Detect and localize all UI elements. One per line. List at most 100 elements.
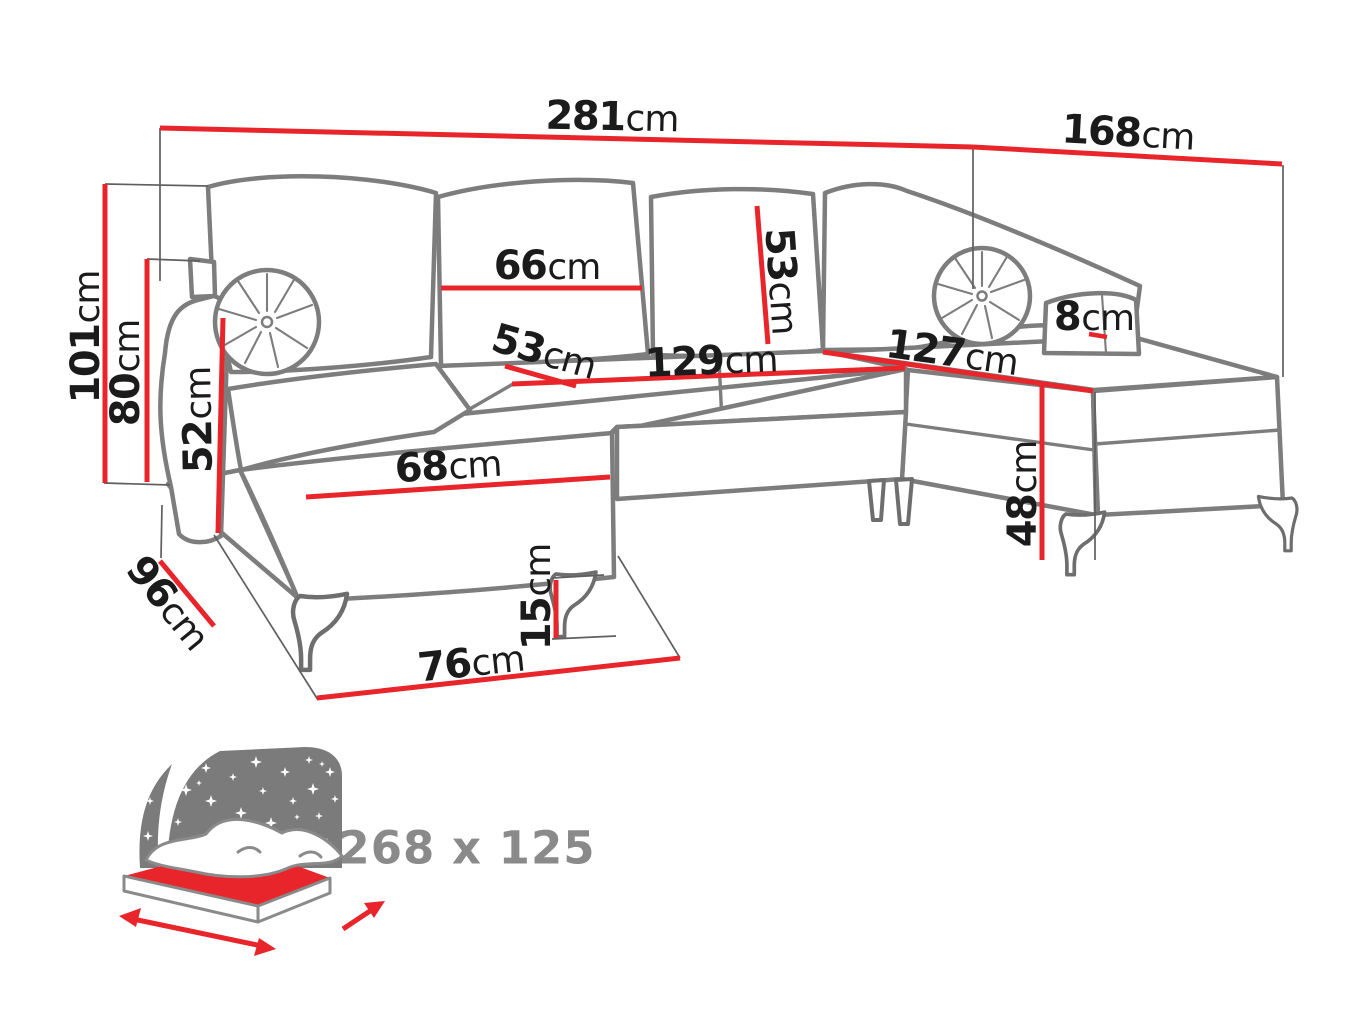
star-icon — [229, 773, 237, 781]
dim-chaise-front-width-unit: cm — [469, 638, 527, 685]
extension-lines — [103, 128, 1284, 701]
right-chaise-left-seam — [904, 422, 1096, 452]
dim-total-width-unit: cm — [625, 98, 679, 141]
dim-back-cushion-width-value: 66 — [493, 243, 548, 289]
star-icon — [325, 767, 335, 777]
star-icon — [196, 780, 202, 786]
dim-seat-height-value: 48 — [1000, 494, 1046, 548]
star-icon — [294, 814, 300, 820]
sofa-line-art — [158, 173, 1299, 670]
right-chaise-body — [899, 367, 1286, 518]
right-chaise-left-face — [899, 367, 1099, 518]
dim-chaise-front-width-value: 76 — [415, 640, 473, 692]
extension-line — [213, 534, 319, 701]
star-icon — [143, 831, 153, 841]
dim-line-back-cushion-height — [754, 205, 771, 345]
star-icon — [305, 756, 313, 764]
dim-right-seat-width-unit: cm — [962, 336, 1021, 385]
extension-line — [103, 482, 171, 486]
right-armrest-pillow-edge — [1100, 293, 1108, 355]
star-icon — [235, 807, 247, 819]
dim-backrest-height-unit: cm — [107, 319, 148, 373]
left-armrest-body — [158, 293, 231, 545]
star-icon — [265, 817, 277, 829]
dim-side-pillow-thickness: 8cm — [1053, 294, 1135, 340]
dim-seat-height: 48cm — [1000, 441, 1046, 548]
extension-line — [146, 258, 201, 262]
dim-back-cushion-width: 66cm — [493, 243, 602, 289]
duvet-fold-1 — [236, 846, 262, 854]
sleeping-function-icon — [119, 747, 385, 956]
star-icon — [315, 812, 323, 820]
star-icon — [259, 787, 267, 795]
star-icon — [201, 763, 211, 773]
width-arrow — [119, 908, 276, 956]
dim-total-width: 281cm — [545, 92, 679, 141]
leg-back-a — [867, 478, 886, 522]
duvet-fold-2 — [298, 850, 323, 859]
star-icon — [331, 795, 339, 803]
leg-right-end — [1256, 494, 1299, 553]
dimension-lines — [102, 125, 1283, 701]
dim-line-right-seat-width — [822, 349, 1094, 394]
dim-side-pillow-thickness-value: 8 — [1053, 294, 1082, 340]
dim-line-armrest-height — [215, 317, 226, 534]
dim-armrest-height-unit: cm — [178, 366, 220, 420]
dim-side-depth: 168cm — [1060, 106, 1196, 158]
night-sky-crescent — [139, 764, 172, 868]
dim-chaise-seat-width-value: 68 — [393, 443, 449, 493]
round-pillow-left — [212, 267, 322, 377]
leg-back-b — [894, 477, 914, 526]
dim-back-cushion-height-value: 53 — [755, 226, 805, 283]
middle-box-band — [614, 409, 909, 502]
round-pillow-left-pleats — [217, 272, 314, 369]
leg-right-front — [1058, 510, 1107, 577]
dim-chaise-front-width: 76cm — [415, 638, 527, 692]
left-chaise-front-face — [237, 430, 617, 604]
bed-base-right — [256, 876, 332, 924]
extension-line — [104, 183, 209, 187]
extension-line — [160, 504, 163, 559]
right-armrest-pillow — [1041, 291, 1142, 357]
depth-arrow — [341, 901, 385, 932]
left-armrest-step — [187, 256, 218, 300]
dim-side-depth-value: 168 — [1060, 106, 1142, 157]
dim-leg-height: 15cm — [514, 543, 560, 651]
star-icon — [319, 761, 325, 767]
dim-total-height: 101cm — [63, 270, 109, 404]
star-icon — [280, 767, 290, 777]
dim-total-height-unit: cm — [67, 270, 108, 324]
dim-armrest-height: 52cm — [175, 366, 222, 474]
dim-middle-seat-width-unit: cm — [723, 339, 779, 383]
extension-line — [617, 555, 681, 659]
dim-leg-height-unit: cm — [518, 543, 559, 597]
dim-line-chaise-side-depth — [158, 559, 216, 628]
dim-backrest-height-value: 80 — [103, 373, 149, 427]
star-icon — [174, 818, 182, 826]
star-icon — [205, 795, 217, 807]
star-icon — [180, 784, 192, 796]
dim-chaise-seat-width: 68cm — [393, 443, 503, 493]
dim-armrest-height-value: 52 — [175, 420, 222, 474]
dim-line-total-width — [159, 125, 974, 150]
round-pillow-right — [931, 245, 1033, 347]
dim-line-chaise-seat-width — [305, 474, 611, 500]
dim-total-width-value: 281 — [545, 92, 626, 141]
round-pillow-right-button — [976, 290, 988, 302]
dim-line-side-depth — [972, 144, 1283, 167]
dim-side-pillow-thickness-unit: cm — [1081, 298, 1135, 339]
dim-back-cushion-height-unit: cm — [760, 280, 805, 336]
right-chaise-front-face — [1090, 374, 1286, 518]
dim-backrest-height: 80cm — [103, 319, 149, 427]
dim-chaise-seat-width-unit: cm — [447, 443, 503, 488]
leg-front-left — [293, 594, 347, 670]
left-armrest — [158, 256, 231, 545]
dim-back-cushion-height: 53cm — [755, 226, 805, 336]
star-icon — [146, 797, 154, 805]
dim-line-middle-seat-width — [511, 365, 906, 387]
dim-line-side-pillow-thickness — [1088, 331, 1108, 340]
dim-middle-seat-width: 129cm — [644, 337, 779, 386]
extension-line — [551, 635, 617, 640]
